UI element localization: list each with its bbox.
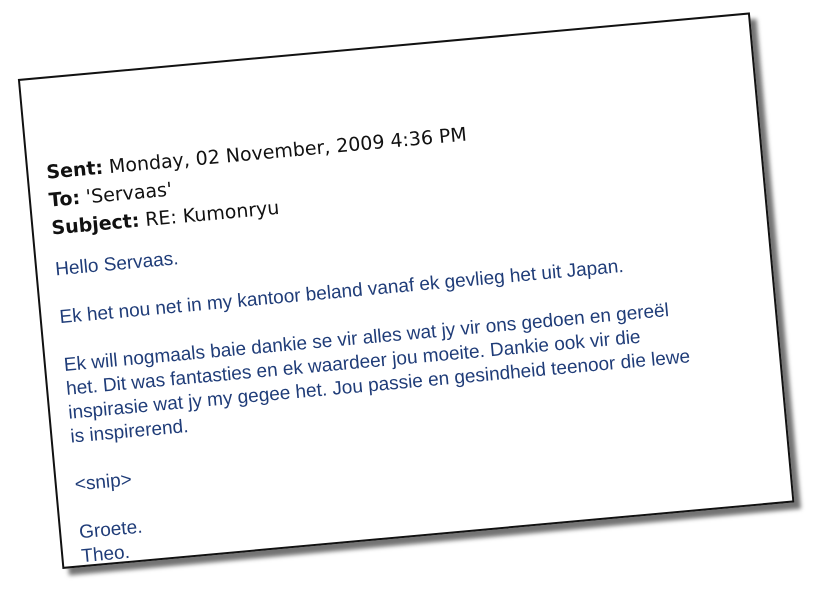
email-header: Sent:Monday, 02 November, 2009 4:36 PM T… — [45, 121, 473, 243]
subject-label: Subject: — [50, 209, 141, 240]
sent-label: Sent: — [45, 156, 105, 184]
to-label: To: — [48, 186, 81, 212]
email-body: Hello Servaas. Ek het nou net in my kant… — [54, 193, 799, 569]
email-printout: Sent:Monday, 02 November, 2009 4:36 PM T… — [17, 12, 795, 569]
